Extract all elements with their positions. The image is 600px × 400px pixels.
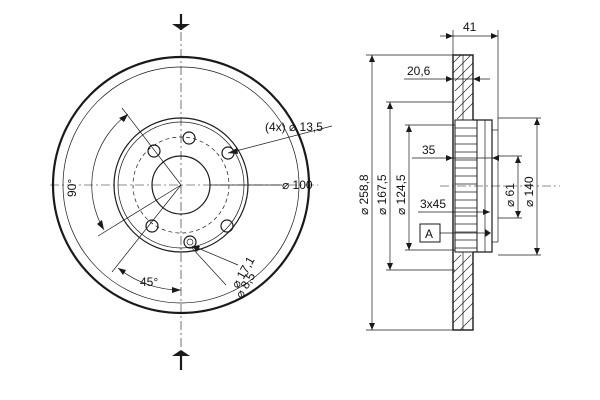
bolt-hole-leader-arrow <box>228 148 238 154</box>
angle-45-arrow-left <box>118 268 126 275</box>
overall-thickness-label: 41 <box>463 20 477 34</box>
dim-41-arrow-left <box>446 33 453 39</box>
center-bore-label: ⌀ 61 <box>503 183 517 207</box>
dim-140-arrow-top <box>534 118 540 125</box>
dim-167-5-arrow-bottom <box>387 263 393 270</box>
datum-label: A <box>425 227 433 241</box>
disc-thickness-label: 20,6 <box>407 64 431 78</box>
side-view: 41 20,6 35 3x45 A <box>357 20 560 331</box>
inner-diameter-1-label: ⌀ 167,5 <box>375 174 389 215</box>
chamfer-label: 3x45 <box>420 197 446 211</box>
dim-35-arrow-right <box>492 155 499 161</box>
dim-41-arrow-right <box>491 33 498 39</box>
dim-258-8-arrow-bottom <box>369 323 375 330</box>
section-arrow-top <box>172 24 190 30</box>
disc-outer-edge <box>51 55 311 315</box>
dim-124-5-arrow-bottom <box>406 243 412 250</box>
bolt-hole-4 <box>145 219 159 233</box>
hub-bore-label: ⌀ 100 <box>282 178 313 192</box>
angle-90-arc <box>91 113 129 231</box>
dim-35-arrow-left <box>446 155 453 161</box>
datum-triangle <box>485 229 491 237</box>
chamfer-arrow <box>483 209 490 215</box>
angle-45-label: 45° <box>140 275 158 289</box>
inner-diameter-2-label: ⌀ 124,5 <box>394 174 408 215</box>
angle-45-ref-line <box>111 184 182 273</box>
angle-45-arrow-right <box>172 287 181 293</box>
locating-hole <box>183 235 197 249</box>
bolt-hole-leader <box>227 125 333 154</box>
angle-90-label: 90° <box>65 179 79 197</box>
dim-258-8-arrow-top <box>369 55 375 62</box>
disc-outer-chamfer <box>62 66 300 304</box>
section-arrow-bottom <box>172 350 190 356</box>
dim-20-6-arrow-left <box>446 76 453 82</box>
bolt-hole-3 <box>147 144 161 158</box>
hat-depth-label: 35 <box>422 143 436 157</box>
dim-167-5-arrow-top <box>387 102 393 109</box>
front-view: (4x) ⌀ 13,5 ⌀ 100 90° 45° ⌀ 17,1 ⌀ 8,5 <box>50 14 333 370</box>
dim-140-arrow-bottom <box>534 248 540 255</box>
locating-hole-inner <box>186 238 194 246</box>
angle-90-ref-line-bottom <box>97 184 182 237</box>
outer-diameter-label: ⌀ 258,8 <box>357 174 371 215</box>
dim-61-arrow-top <box>515 156 521 163</box>
angle-90-arrow-bottom <box>97 220 104 230</box>
pitch-diameter-label: ⌀ 140 <box>522 176 536 207</box>
dim-124-5-arrow-top <box>406 125 412 132</box>
bolt-hole-5 <box>220 219 234 233</box>
dim-61-arrow-bottom <box>515 211 521 218</box>
bolt-hole-1 <box>182 131 196 145</box>
small-hole-leader-arrow <box>192 246 200 252</box>
angle-90-arrow-top <box>119 114 128 122</box>
angle-90-ref-line-top <box>121 107 182 186</box>
small-hole-leader-1 <box>192 245 239 266</box>
small-hole-leader-2 <box>191 247 227 286</box>
bolt-holes-label: (4x) ⌀ 13,5 <box>265 120 323 134</box>
disc-cross-section <box>452 54 499 331</box>
